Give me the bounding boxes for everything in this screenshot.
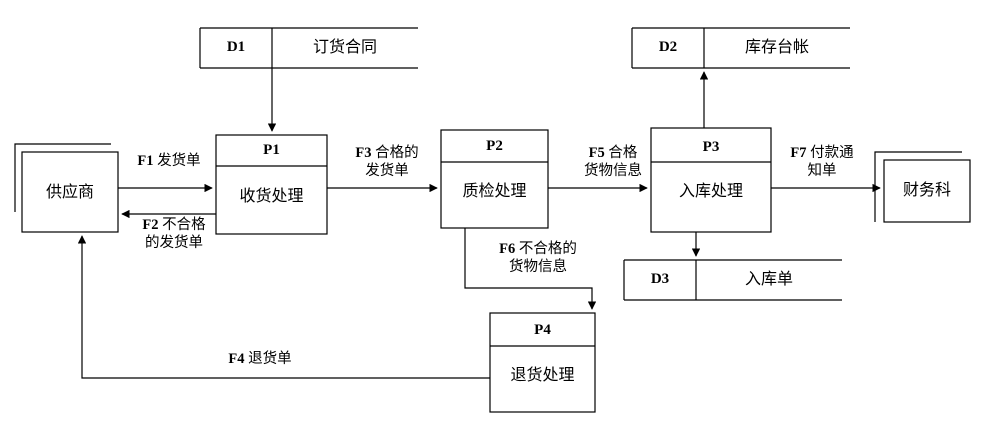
- flow-label-F7: F7 付款通 知单: [770, 144, 874, 180]
- process-P1-label: 收货处理: [239, 186, 304, 205]
- flow-code-F6: F6: [499, 241, 516, 257]
- flow-text-F1: 发货单: [157, 153, 201, 169]
- data-store-D2-label: 库存台帐: [744, 37, 809, 56]
- process-P3-shape: [650, 127, 772, 233]
- flow-text-F6: 不合格的 货物信息: [509, 241, 577, 275]
- flow-code-F5: F5: [588, 145, 605, 161]
- process-P4-shape: [489, 312, 596, 413]
- data-store-D1-label: 订货合同: [312, 37, 377, 56]
- process-P2-label: 质检处理: [462, 181, 527, 200]
- process-P3-code: P3: [702, 139, 720, 155]
- process-P4-code: P4: [534, 322, 551, 338]
- data-store-D2-shape: [631, 27, 850, 69]
- flow-label-F2: F2 不合格 的发货单: [126, 216, 222, 252]
- flow-text-F2: 不合格 的发货单: [145, 217, 206, 251]
- flow-line-F4: [77, 235, 490, 379]
- flow-label-F3: F3 合格的 发货单: [337, 144, 437, 180]
- flow-code-F2: F2: [142, 217, 159, 233]
- flow-text-F3: 合格的 发货单: [365, 145, 419, 179]
- flow-label-F5: F5 合格 货物信息: [565, 144, 661, 180]
- external-entity-E1-label: 供应商: [45, 182, 94, 201]
- flow-text-F4: 退货单: [248, 351, 292, 367]
- flow-line-F6: [464, 228, 597, 310]
- flow-text-F5: 合格 货物信息: [584, 145, 642, 179]
- external-entity-E2-shape: [874, 151, 971, 223]
- data-store-D1-shape: [199, 27, 418, 69]
- process-P3-label: 入库处理: [678, 181, 743, 200]
- flow-code-F1: F1: [137, 153, 154, 169]
- data-store-D1-code: D1: [226, 39, 246, 55]
- data-store-D3-code: D3: [650, 271, 670, 287]
- flow-label-F1: F1 发货单: [124, 152, 214, 170]
- flow-text-F7: 付款通 知单: [807, 145, 854, 179]
- process-P2-shape: [440, 129, 549, 229]
- data-store-D3-label: 入库单: [744, 269, 793, 288]
- flow-code-F7: F7: [790, 145, 807, 161]
- process-P2-code: P2: [486, 138, 503, 154]
- flow-code-F3: F3: [355, 145, 372, 161]
- process-P1-shape: [215, 134, 328, 235]
- external-entity-E1-shape: [14, 143, 119, 233]
- data-store-D2-code: D2: [658, 39, 678, 55]
- flow-code-F4: F4: [228, 351, 245, 367]
- process-P4-label: 退货处理: [510, 365, 575, 384]
- flow-label-F4: F4 退货单: [205, 350, 315, 368]
- process-P1-code: P1: [263, 142, 280, 158]
- flow-label-F6: F6 不合格的 货物信息: [475, 240, 601, 276]
- data-store-D3-shape: [623, 259, 842, 301]
- external-entity-E2-label: 财务科: [902, 180, 951, 199]
